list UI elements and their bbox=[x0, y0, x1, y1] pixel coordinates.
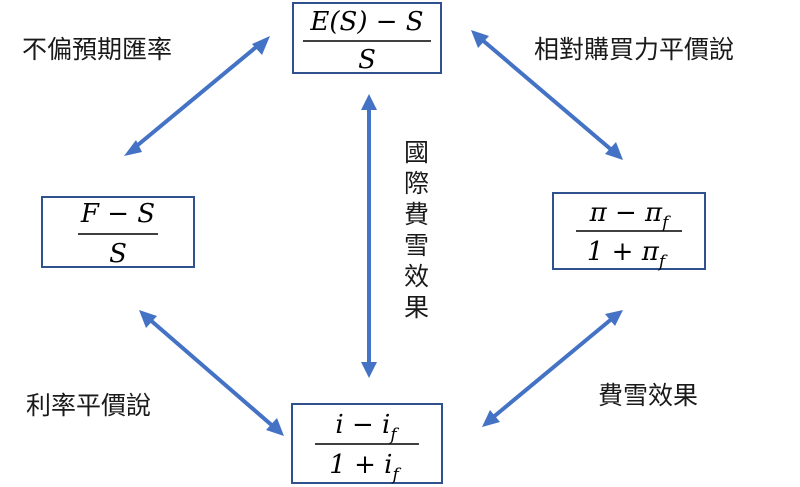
expected-change-numerator: E(S) − S bbox=[309, 7, 423, 37]
forward-premium-numerator: F − S bbox=[80, 199, 155, 229]
label-fisher-effect: 費雪效果 bbox=[598, 381, 698, 410]
svg-text:1 + if: 1 + if bbox=[329, 450, 401, 485]
intl-fisher-char-2: 際 bbox=[404, 169, 429, 198]
svg-text:i − if: i − if bbox=[335, 410, 399, 445]
intl-fisher-char-3: 費 bbox=[404, 200, 429, 229]
inflation-denominator: 1 + π bbox=[587, 237, 660, 267]
label-unbiased-forward: 不偏預期匯率 bbox=[22, 35, 172, 64]
label-international-fisher: 國 際 費 雪 效 果 bbox=[404, 138, 429, 322]
expected-change-denominator: S bbox=[358, 45, 376, 75]
intl-fisher-char-6: 果 bbox=[404, 293, 429, 322]
arrow-interest-parity bbox=[139, 310, 284, 436]
svg-text:1 + πf: 1 + πf bbox=[587, 237, 668, 272]
node-expected-change: E(S) − S S bbox=[292, 2, 442, 75]
forward-premium-denominator: S bbox=[109, 239, 127, 269]
interest-numerator-sub: f bbox=[388, 425, 399, 445]
intl-fisher-char-4: 雪 bbox=[404, 231, 429, 260]
interest-denominator: 1 + i bbox=[329, 450, 392, 480]
label-interest-parity: 利率平價說 bbox=[26, 391, 151, 420]
inflation-numerator: π − π bbox=[589, 198, 663, 228]
arrow-relative-ppp bbox=[471, 30, 623, 160]
label-relative-ppp: 相對購買力平價說 bbox=[534, 35, 734, 64]
interest-denominator-sub: f bbox=[390, 465, 401, 485]
interest-numerator: i − i bbox=[335, 410, 390, 440]
intl-fisher-char-1: 國 bbox=[404, 138, 429, 167]
inflation-denominator-sub: f bbox=[657, 252, 668, 272]
arrow-fisher-effect bbox=[482, 310, 623, 427]
inflation-numerator-sub: f bbox=[660, 213, 671, 233]
node-forward-premium: F − S S bbox=[41, 196, 195, 269]
node-interest-diff: i − if 1 + if bbox=[291, 403, 443, 485]
arrow-unbiased-forward bbox=[124, 36, 270, 156]
node-inflation-diff: π − πf 1 + πf bbox=[552, 192, 706, 272]
arrow-international-fisher bbox=[361, 94, 377, 378]
svg-text:π − πf: π − πf bbox=[589, 198, 672, 233]
intl-fisher-char-5: 效 bbox=[404, 262, 429, 291]
